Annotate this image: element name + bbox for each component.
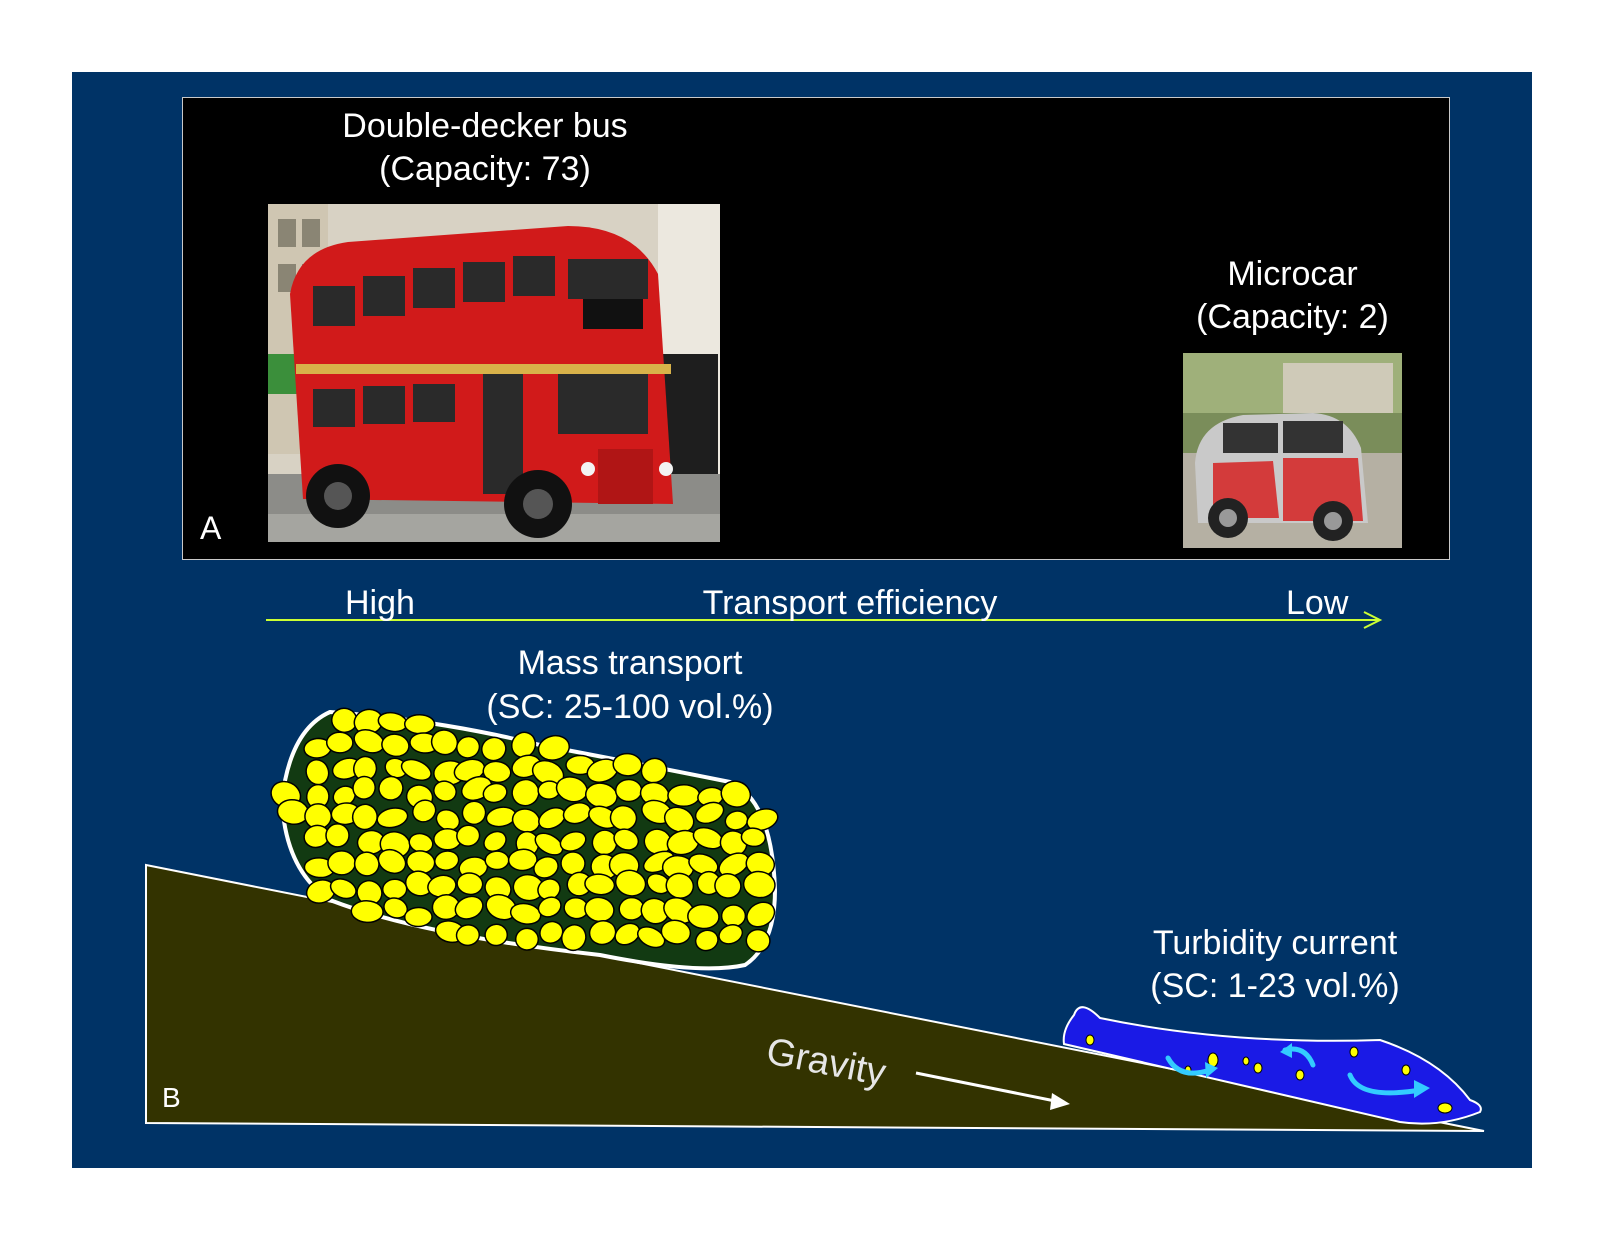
microcar-title: Microcar <box>1227 255 1358 293</box>
turbidity-current-flow <box>1062 1006 1482 1125</box>
sediment-clast <box>455 924 481 947</box>
sediment-clast <box>381 733 410 758</box>
mass-transport-title: Mass transport <box>517 644 743 682</box>
sediment-clast <box>327 850 357 876</box>
sediment-clast <box>559 830 587 852</box>
sediment-clast <box>434 850 460 871</box>
efficiency-axis-title: Transport efficiency <box>702 584 998 622</box>
sediment-clast <box>613 828 640 851</box>
sediment-clast <box>614 869 647 897</box>
microcar-image <box>1183 353 1402 548</box>
sediment-clast <box>481 736 507 762</box>
sediment-clast <box>456 872 484 896</box>
panel-a-letter: A <box>200 510 222 546</box>
sediment-clast <box>514 927 540 951</box>
sediment-clast <box>483 830 507 853</box>
sediment-clast <box>482 782 508 804</box>
sediment-clast <box>378 775 404 801</box>
gravity-arrow <box>915 1071 1070 1110</box>
sediment-clast <box>560 924 587 952</box>
sediment-clast <box>454 895 484 920</box>
sediment-clast <box>511 778 540 807</box>
sediment-clast <box>351 803 378 831</box>
sediment-clast <box>694 929 719 952</box>
sediment-clast <box>614 922 641 946</box>
sediment-clast <box>411 799 437 823</box>
sediment-clast <box>533 856 559 879</box>
sediment-clast <box>509 902 542 925</box>
efficiency-high-label: High <box>345 584 415 622</box>
sediment-clast <box>510 731 537 759</box>
panel-b-letter: B <box>162 1082 181 1113</box>
sediment-clast <box>539 920 564 944</box>
sediment-clast <box>663 806 695 833</box>
sediment-clast <box>482 760 512 784</box>
sediment-clast <box>694 801 725 825</box>
sediment-clast <box>612 752 643 777</box>
sediment-clast <box>377 848 407 875</box>
sediment-clast <box>507 848 538 872</box>
sediment-clast <box>325 731 354 754</box>
mass-transport-sc: (SC: 25-100 vol.%) <box>486 688 774 726</box>
sediment-clast <box>329 878 357 900</box>
sediment-clast <box>461 800 487 826</box>
sediment-clast <box>740 827 767 848</box>
sediment-clast <box>660 919 692 945</box>
microcar-capacity: (Capacity: 2) <box>1196 298 1389 336</box>
sediment-clast <box>537 896 562 918</box>
bus-capacity: (Capacity: 73) <box>379 150 591 188</box>
sediment-clast <box>403 713 436 735</box>
sediment-clast <box>724 810 749 831</box>
sediment-clast <box>640 757 668 784</box>
sediment-clast <box>381 878 408 900</box>
sediment-clast <box>325 823 350 848</box>
sediment-clast <box>484 850 510 871</box>
sediment-clast <box>714 873 742 899</box>
efficiency-low-label: Low <box>1286 584 1349 622</box>
sediment-clast <box>400 758 432 781</box>
sediment-clast <box>534 832 564 856</box>
sediment-clast <box>403 906 433 928</box>
sediment-clast <box>687 903 720 930</box>
sediment-clast <box>456 824 481 847</box>
sediment-clast <box>350 900 384 924</box>
turbidity-current-title: Turbidity current <box>1152 924 1398 962</box>
sediment-clast <box>720 780 752 808</box>
bus-title: Double-decker bus <box>342 107 628 145</box>
sediment-clast <box>746 901 776 928</box>
turbidity-current-sc: (SC: 1-23 vol.%) <box>1150 967 1400 1005</box>
sediment-clast <box>376 807 409 829</box>
sediment-clast <box>667 783 701 808</box>
sediment-clast <box>584 873 616 896</box>
sediment-clast <box>688 853 719 876</box>
sediment-clast <box>456 735 481 759</box>
sediment-clast <box>742 870 776 899</box>
sediment-clast <box>636 926 666 949</box>
sediment-clast <box>305 759 330 786</box>
efficiency-arrowhead-icon <box>1363 611 1383 629</box>
sediment-clast <box>484 923 509 947</box>
mass-transport-block <box>270 707 779 971</box>
sediment-clast <box>746 808 779 832</box>
sediment-clast <box>353 851 380 877</box>
sediment-clast <box>588 919 617 946</box>
sediment-clast <box>537 734 570 761</box>
sediment-clast <box>719 830 748 857</box>
double-decker-bus-image <box>268 204 720 542</box>
sediment-clast <box>745 928 771 953</box>
sediment-clast <box>720 904 747 928</box>
sediment-clast <box>614 778 643 803</box>
sediment-clast <box>718 924 744 945</box>
sediment-clast <box>433 780 457 802</box>
sediment-clast <box>352 775 376 800</box>
